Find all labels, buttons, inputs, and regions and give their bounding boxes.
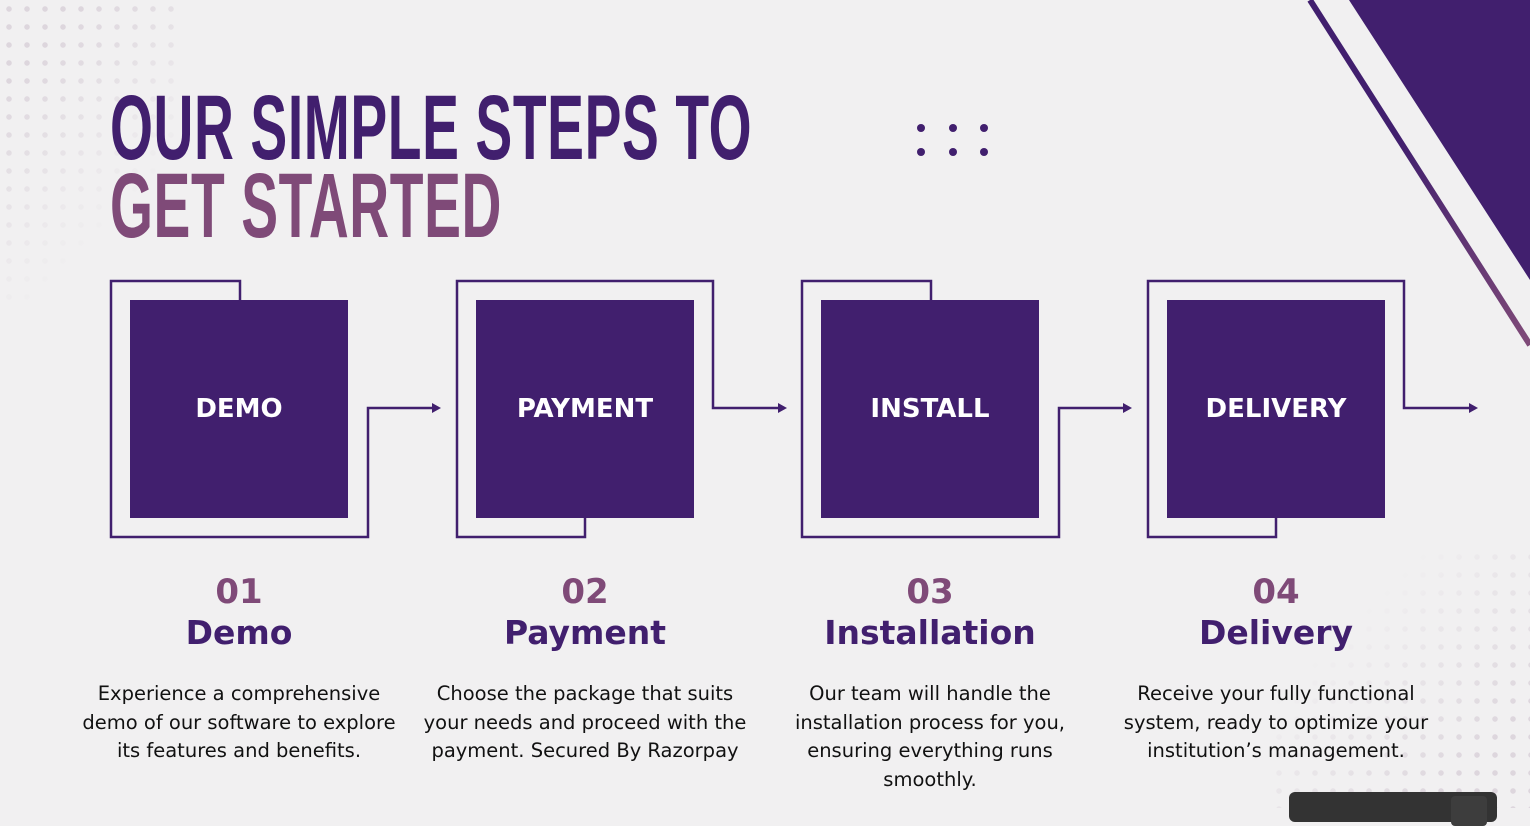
step-square [821, 300, 1039, 518]
step-description: Experience a comprehensive demo of our s… [82, 682, 396, 762]
title-line-2: GET STARTED [110, 155, 502, 257]
step-name: Installation [824, 613, 1036, 652]
step-name: Demo [185, 613, 293, 652]
corner-triangle [1349, 0, 1530, 280]
step-square-label: DEMO [195, 394, 283, 424]
step-frame [455, 279, 787, 539]
step-frame [109, 279, 441, 539]
step-2: PAYMENT 02 Payment Choose the package th… [424, 279, 796, 808]
arrow-connector [1146, 279, 1469, 539]
arrow-head-icon [1469, 403, 1478, 413]
arrow-head-icon [778, 403, 787, 413]
arrow-connector [800, 279, 1123, 539]
step-description: Choose the package that suits your needs… [423, 682, 747, 762]
taskbar-popup[interactable] [1289, 792, 1497, 826]
step-square [1167, 300, 1385, 518]
arrow-head-icon [1123, 403, 1132, 413]
step-number: 02 [561, 572, 609, 612]
taskbar-button[interactable] [1451, 796, 1487, 826]
dot-pattern-top-left [0, 0, 180, 300]
title-line-1: OUR SIMPLE STEPS TO [110, 77, 753, 179]
step-name: Payment [503, 613, 667, 652]
step-description: Receive your fully functional system, re… [1123, 682, 1429, 762]
step-description: Our team will handle the installation pr… [794, 682, 1066, 791]
step-square [476, 300, 694, 518]
step-square-label: DELIVERY [1205, 394, 1347, 424]
corner-stripe [1307, 0, 1530, 347]
step-square-label: INSTALL [870, 394, 990, 424]
arrow-connector [109, 279, 432, 539]
arrow-head-icon [432, 403, 441, 413]
step-3: INSTALL 03 Installation Our team will ha… [795, 279, 1141, 808]
step-number: 04 [1252, 572, 1300, 612]
step-1: DEMO 01 Demo Experience a comprehensive … [82, 279, 450, 808]
step-name: Delivery [1198, 613, 1354, 652]
step-number: 03 [906, 572, 954, 612]
step-frame [800, 279, 1132, 539]
step-square [130, 300, 348, 518]
step-frame [1146, 279, 1478, 539]
step-square-label: PAYMENT [516, 394, 654, 424]
arrow-connector [455, 279, 778, 539]
corner-decoration [1307, 0, 1530, 347]
step-number: 01 [215, 572, 263, 612]
dot-pattern-bottom-right [1270, 548, 1530, 808]
step-4: DELIVERY 04 Delivery Receive your fully … [1124, 279, 1487, 808]
